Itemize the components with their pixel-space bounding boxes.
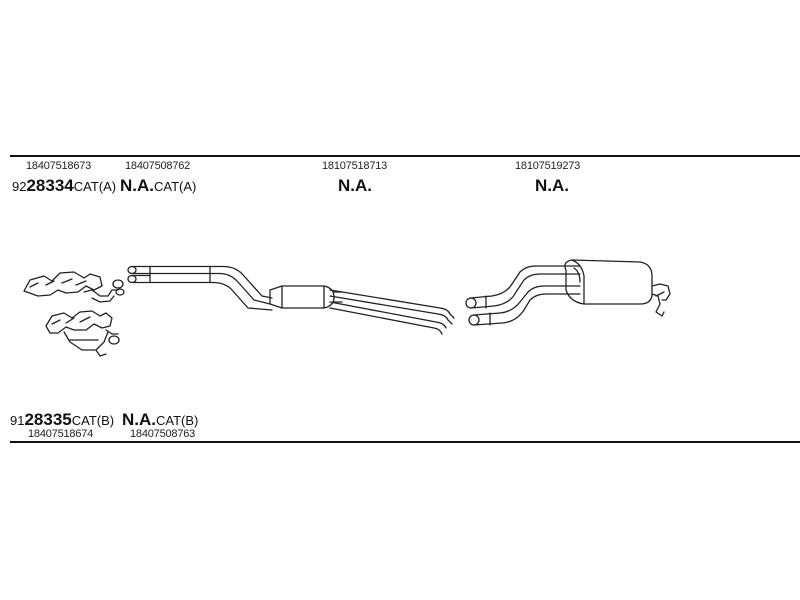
code-number: 28334 xyxy=(26,176,74,195)
code-suffix: CAT(A) xyxy=(73,179,117,194)
code-suffix: CAT(B) xyxy=(71,413,115,428)
rear-pipe xyxy=(465,265,581,326)
code-cat-a: 9228334CAT(A) xyxy=(12,177,116,195)
code-cat-b: 9128335CAT(B) xyxy=(10,411,114,429)
middle-silencer xyxy=(269,285,343,309)
na-suffix: CAT(B) xyxy=(156,413,199,428)
code-prefix: 92 xyxy=(12,179,27,194)
part-number-cat-b-manifold: 18407518674 xyxy=(28,428,94,440)
code-prefix: 91 xyxy=(10,413,25,428)
na-suffix: CAT(A) xyxy=(154,179,197,194)
na-middle-silencer: N.A. xyxy=(338,176,372,195)
catalytic-converter-a xyxy=(23,271,125,303)
part-number-cat-a-manifold: 18407518673 xyxy=(26,160,92,172)
part-number-middle-silencer: 18107518713 xyxy=(322,160,388,172)
part-number-cat-b-converter: 18407508763 xyxy=(130,428,196,440)
na-rear-silencer: N.A. xyxy=(535,176,569,195)
part-number-cat-a-converter: 18407508762 xyxy=(125,160,191,172)
na-cat-b: N.A.CAT(B) xyxy=(122,411,198,428)
catalytic-converter-b xyxy=(45,310,120,357)
rear-silencer xyxy=(564,259,671,317)
na-label: N.A. xyxy=(122,410,156,429)
na-label: N.A. xyxy=(120,176,154,195)
na-cat-a: N.A.CAT(A) xyxy=(120,177,196,194)
part-number-rear-silencer: 18107519273 xyxy=(515,160,581,172)
intermediate-pipes xyxy=(329,289,455,335)
top-divider-line xyxy=(10,155,800,157)
front-pipe xyxy=(127,265,273,311)
bottom-divider-line xyxy=(10,441,800,443)
code-number: 28335 xyxy=(24,410,72,429)
